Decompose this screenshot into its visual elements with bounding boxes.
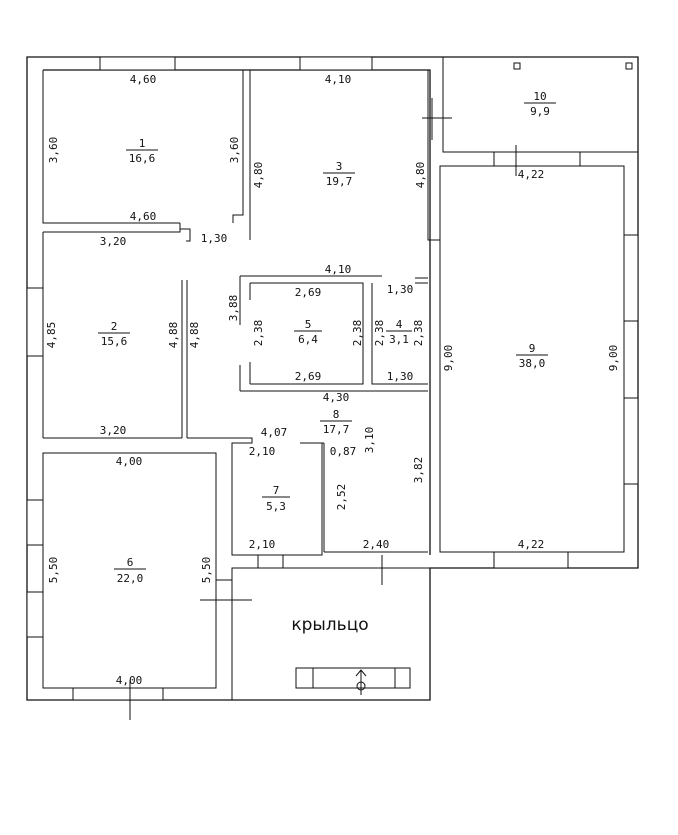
dim-r2-right: 4,88 <box>167 322 180 349</box>
dim-r3-top: 4,10 <box>325 73 352 86</box>
room-9-number: 9 <box>529 342 536 355</box>
room-7-area: 5,3 <box>266 500 286 513</box>
dim-r1-right: 3,60 <box>228 137 241 164</box>
dim-r8-mid: 2,52 <box>335 484 348 511</box>
dimension-labels: 4,60 4,60 4,10 3,20 1,30 4,10 2,69 1,30 … <box>100 73 545 687</box>
rooms-4-5-walls <box>239 275 428 392</box>
room-6-area: 22,0 <box>117 572 144 585</box>
dim-r4-bottom: 1,30 <box>387 370 414 383</box>
room-5-number: 5 <box>305 318 312 331</box>
dim-r1-left: 3,60 <box>47 137 60 164</box>
windows <box>26 56 639 701</box>
dim-r3-right: 4,80 <box>414 162 427 189</box>
rooms-7-8-walls <box>187 390 441 556</box>
room-2-area: 15,6 <box>101 335 128 348</box>
dim-r8-diag: 3,10 <box>363 427 376 454</box>
dim-r8-small: 0,87 <box>330 445 357 458</box>
dim-r2-bottom: 3,20 <box>100 424 127 437</box>
dim-r5-vert: 3,88 <box>227 295 240 322</box>
dim-r6-right: 5,50 <box>200 557 213 584</box>
dim-r7-top: 2,10 <box>249 445 276 458</box>
dim-r2-top: 3,20 <box>100 235 127 248</box>
room-1-area: 16,6 <box>129 152 156 165</box>
dim-r8-left: 4,07 <box>261 426 288 439</box>
room-labels: 1 16,6 3 19,7 2 15,6 5 6,4 4 3,1 9 38,0 … <box>98 90 556 635</box>
porch-label: крыльцо <box>291 615 368 635</box>
room-4-area: 3,1 <box>389 333 409 346</box>
room-4-number: 4 <box>396 318 403 331</box>
room-1-number: 1 <box>139 137 146 150</box>
door-marks <box>129 98 517 720</box>
dim-r1-bottom: 4,60 <box>130 210 157 223</box>
dim-r6-left: 5,50 <box>47 557 60 584</box>
dim-r6-bottom: 4,00 <box>116 674 143 687</box>
dim-r8-right: 3,82 <box>412 457 425 484</box>
dim-r5-right: 2,38 <box>351 320 364 347</box>
dim-r7-bottom: 2,10 <box>249 538 276 551</box>
dim-r8-bottom: 2,40 <box>363 538 390 551</box>
dim-r4-left: 2,38 <box>373 320 386 347</box>
room-10-number: 10 <box>533 90 546 103</box>
room-6-number: 6 <box>127 556 134 569</box>
dim-r9-bottom: 4,22 <box>518 538 545 551</box>
room-7-number: 7 <box>273 484 280 497</box>
room-1-walls <box>42 70 244 229</box>
dim-r5-top: 2,69 <box>295 286 322 299</box>
room-9-area: 38,0 <box>519 357 546 370</box>
room-3-area: 19,7 <box>326 175 353 188</box>
dim-r6-top: 4,00 <box>116 455 143 468</box>
room-3-number: 3 <box>336 160 343 173</box>
dim-r1-top: 4,60 <box>130 73 157 86</box>
dim-r5-outer: 4,10 <box>325 263 352 276</box>
dim-r9-top: 4,22 <box>518 168 545 181</box>
dim-r5-inner: 4,88 <box>188 322 201 349</box>
dim-r4-top: 1,30 <box>387 283 414 296</box>
dim-r8-top: 4,30 <box>323 391 350 404</box>
room-8-area: 17,7 <box>323 423 350 436</box>
dim-r2-left: 4,85 <box>45 322 58 349</box>
room-3-walls <box>249 70 440 241</box>
dim-r9-right: 9,00 <box>607 345 620 372</box>
room-8-number: 8 <box>333 408 340 421</box>
dim-r4-right: 2,38 <box>412 320 425 347</box>
room-6-walls <box>42 452 430 700</box>
room-5-area: 6,4 <box>298 333 318 346</box>
room-10-area: 9,9 <box>530 105 550 118</box>
vertical-dimension-labels: 3,60 3,60 4,80 4,80 4,85 4,88 4,88 3,88 … <box>45 137 620 584</box>
dim-r3-left: 4,80 <box>252 162 265 189</box>
dim-r5-bottom: 2,69 <box>295 370 322 383</box>
dim-r5-left: 2,38 <box>252 320 265 347</box>
dim-corridor: 1,30 <box>201 232 228 245</box>
room-2-number: 2 <box>111 320 118 333</box>
dim-r9-left: 9,00 <box>442 345 455 372</box>
room-2-walls <box>42 228 191 439</box>
